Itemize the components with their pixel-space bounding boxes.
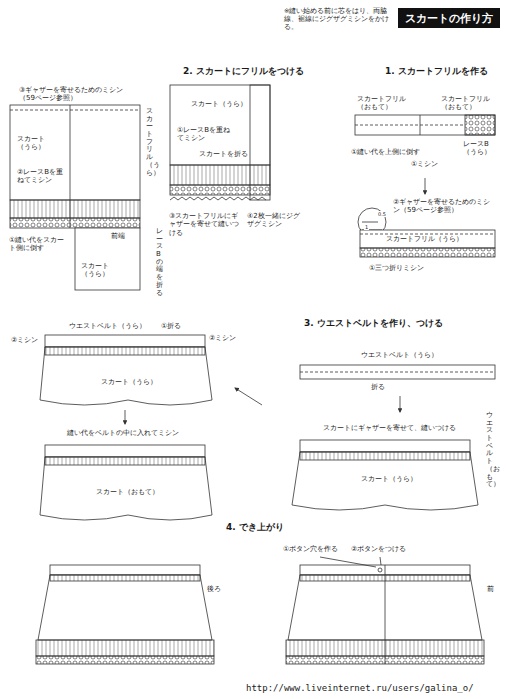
title-band: スカートの作り方 bbox=[398, 8, 500, 28]
part-label: レースB（うら） bbox=[462, 140, 500, 157]
part-label: ウエストベルト（おもて） bbox=[486, 412, 493, 489]
step-heading: 1. スカートフリルを作る bbox=[384, 66, 489, 77]
part-label: ①ボタン穴を作る bbox=[282, 545, 339, 553]
part-label: スカートを折る bbox=[198, 150, 249, 158]
part-label: ①ミシン bbox=[410, 160, 439, 168]
part-label: スカート（うら） bbox=[360, 475, 418, 483]
part-label: ②レースBを重ねてミシン bbox=[16, 168, 68, 185]
watermark: http://www.liveinternet.ru/users/galina_… bbox=[245, 683, 475, 694]
part-label: 0.5 bbox=[377, 211, 387, 217]
part-label: ①縫い代をスカート側に倒す bbox=[8, 236, 72, 253]
part-label: スカート（うら） bbox=[190, 100, 248, 108]
part-label: スカート（うら） bbox=[100, 378, 158, 386]
part-label: スカートフリル（うら） bbox=[385, 235, 464, 243]
part-label: ①折る bbox=[160, 322, 182, 330]
part-label: 1 bbox=[364, 224, 369, 230]
part-label: ウエストベルト（うら） bbox=[360, 351, 439, 359]
part-label: ①縫い代を上側に倒す bbox=[350, 148, 421, 156]
part-label: 前 bbox=[486, 585, 495, 593]
part-label: ④2枚一緒にジグザグミシン bbox=[246, 212, 306, 229]
part-label: スカート（うら） bbox=[16, 135, 54, 152]
step-heading: 2. スカートにフリルをつける bbox=[182, 66, 305, 77]
part-label: ③スカートフリルにギャザーを寄せて縫いつける bbox=[168, 212, 244, 237]
step-heading: 3. ウエストベルトを作り、つける bbox=[303, 318, 444, 329]
part-label: ①レースBを重ねてミシン bbox=[176, 126, 234, 143]
part-label: スカートフリル（おもて） bbox=[440, 95, 492, 112]
part-label: ②ミシン bbox=[208, 334, 237, 342]
part-label: ※縫い始める前に芯をはり、両脇線、裾線にジグザグミシンをかける。 bbox=[283, 8, 397, 31]
part-label: ウエストベルト（うら） bbox=[68, 322, 147, 330]
part-label: スカート（おもて） bbox=[95, 488, 160, 496]
part-label: ③ギャザーを寄せるためのミシン（59ページ参照） bbox=[18, 86, 135, 103]
part-label: スカートにギャザーを寄せて、縫いつける bbox=[322, 424, 457, 432]
part-label: 後ろ bbox=[206, 585, 222, 593]
part-label: レースBの端を折る bbox=[156, 228, 163, 297]
part-label: ②ボタンをつける bbox=[350, 545, 407, 553]
part-label: ②ギャザーを寄せるためのミシン（59ページ参照） bbox=[392, 198, 496, 215]
part-label: スカート（うら） bbox=[80, 262, 118, 279]
part-label: 折る bbox=[370, 383, 386, 391]
part-label: 縫い代をベルトの中に入れてミシン bbox=[66, 429, 180, 437]
step-heading: 4. でき上がり bbox=[225, 522, 285, 533]
part-label: スカートフリル（おもて） bbox=[356, 95, 408, 112]
part-label: ①三つ折りミシン bbox=[368, 264, 425, 272]
part-label: 前端 bbox=[110, 232, 126, 240]
part-label: スカートフリル（うら） bbox=[146, 108, 153, 177]
part-label: ②ミシン bbox=[10, 336, 39, 344]
